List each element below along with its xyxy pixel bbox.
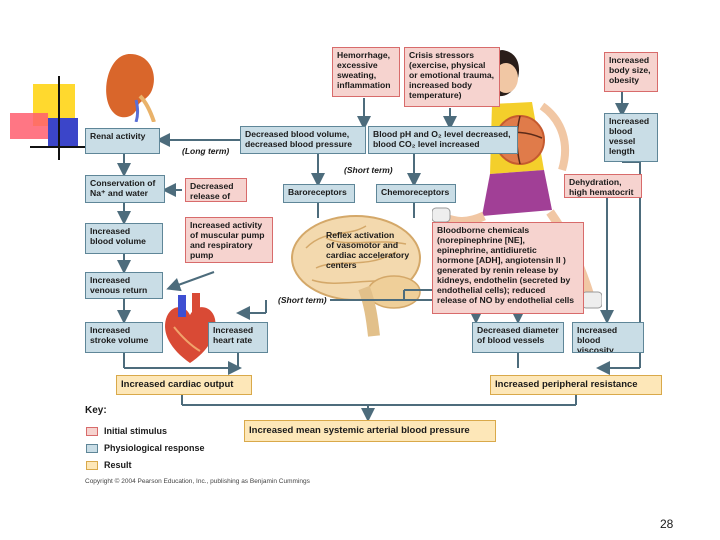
key-stimulus-label: Initial stimulus [104,426,168,436]
blood-volume-box: Increased blood volume [85,223,163,254]
reflex-activation-box: Reflex activation of vasomotor and cardi… [326,230,410,270]
muscular-pump-box: Increased activity of muscular pump and … [185,217,273,263]
bloodborne-chemicals-box: Bloodborne chemicals (norepinephrine [NE… [432,222,584,314]
body-size-stimulus: Increased body size, obesity [604,52,658,92]
blood-ph-box: Blood pH and O₂ level decreased, blood C… [368,126,518,154]
short-term-label-top: (Short term) [344,165,393,175]
kidney-illustration [106,54,156,122]
chemoreceptors-box: Chemoreceptors [376,184,456,203]
peripheral-resistance-result: Increased peripheral resistance [490,375,662,395]
decor-blue-square [48,118,78,146]
conservation-box: Conservation of Na⁺ and water [85,175,165,203]
renal-activity-box: Renal activity [85,128,160,154]
key-result-label: Result [104,460,132,470]
copyright-text: Copyright © 2004 Pearson Education, Inc.… [85,478,310,485]
anp-box: Decreased release of ANP [185,178,247,202]
heart-illustration [165,293,216,363]
dehydration-stimulus: Dehydration, high hematocrit [564,174,642,198]
decreased-blood-volume-box: Decreased blood volume, decreased blood … [240,126,366,154]
cardiac-output-result: Increased cardiac output [116,375,252,395]
decor-red-square [10,113,48,139]
blood-viscosity-box: Increased blood viscosity [572,322,644,353]
page-number: 28 [660,517,674,531]
decor-vertical-line [58,76,60,160]
decor-horizontal-line [30,146,88,148]
key-stimulus-swatch [86,427,98,436]
key-result-swatch [86,461,98,470]
key-response-label: Physiological response [104,443,205,453]
brain-illustration [291,215,421,337]
venous-return-box: Increased venous return [85,272,163,299]
key-response-swatch [86,444,98,453]
key-title: Key: [85,405,107,416]
baroreceptors-box: Baroreceptors [283,184,355,203]
crisis-stressors-stimulus: Crisis stressors (exercise, physical or … [404,47,500,107]
map-result: Increased mean systemic arterial blood p… [244,420,496,442]
heart-rate-box: Increased heart rate [208,322,268,353]
vessel-length-box: Increased blood vessel length [604,113,658,162]
short-term-label-mid: (Short term) [278,295,327,305]
stroke-volume-box: Increased stroke volume [85,322,163,353]
vessel-diameter-box: Decreased diameter of blood vessels [472,322,564,353]
long-term-label: (Long term) [182,146,230,156]
hemorrhage-stimulus: Hemorrhage, excessive sweating, inflamma… [332,47,400,97]
